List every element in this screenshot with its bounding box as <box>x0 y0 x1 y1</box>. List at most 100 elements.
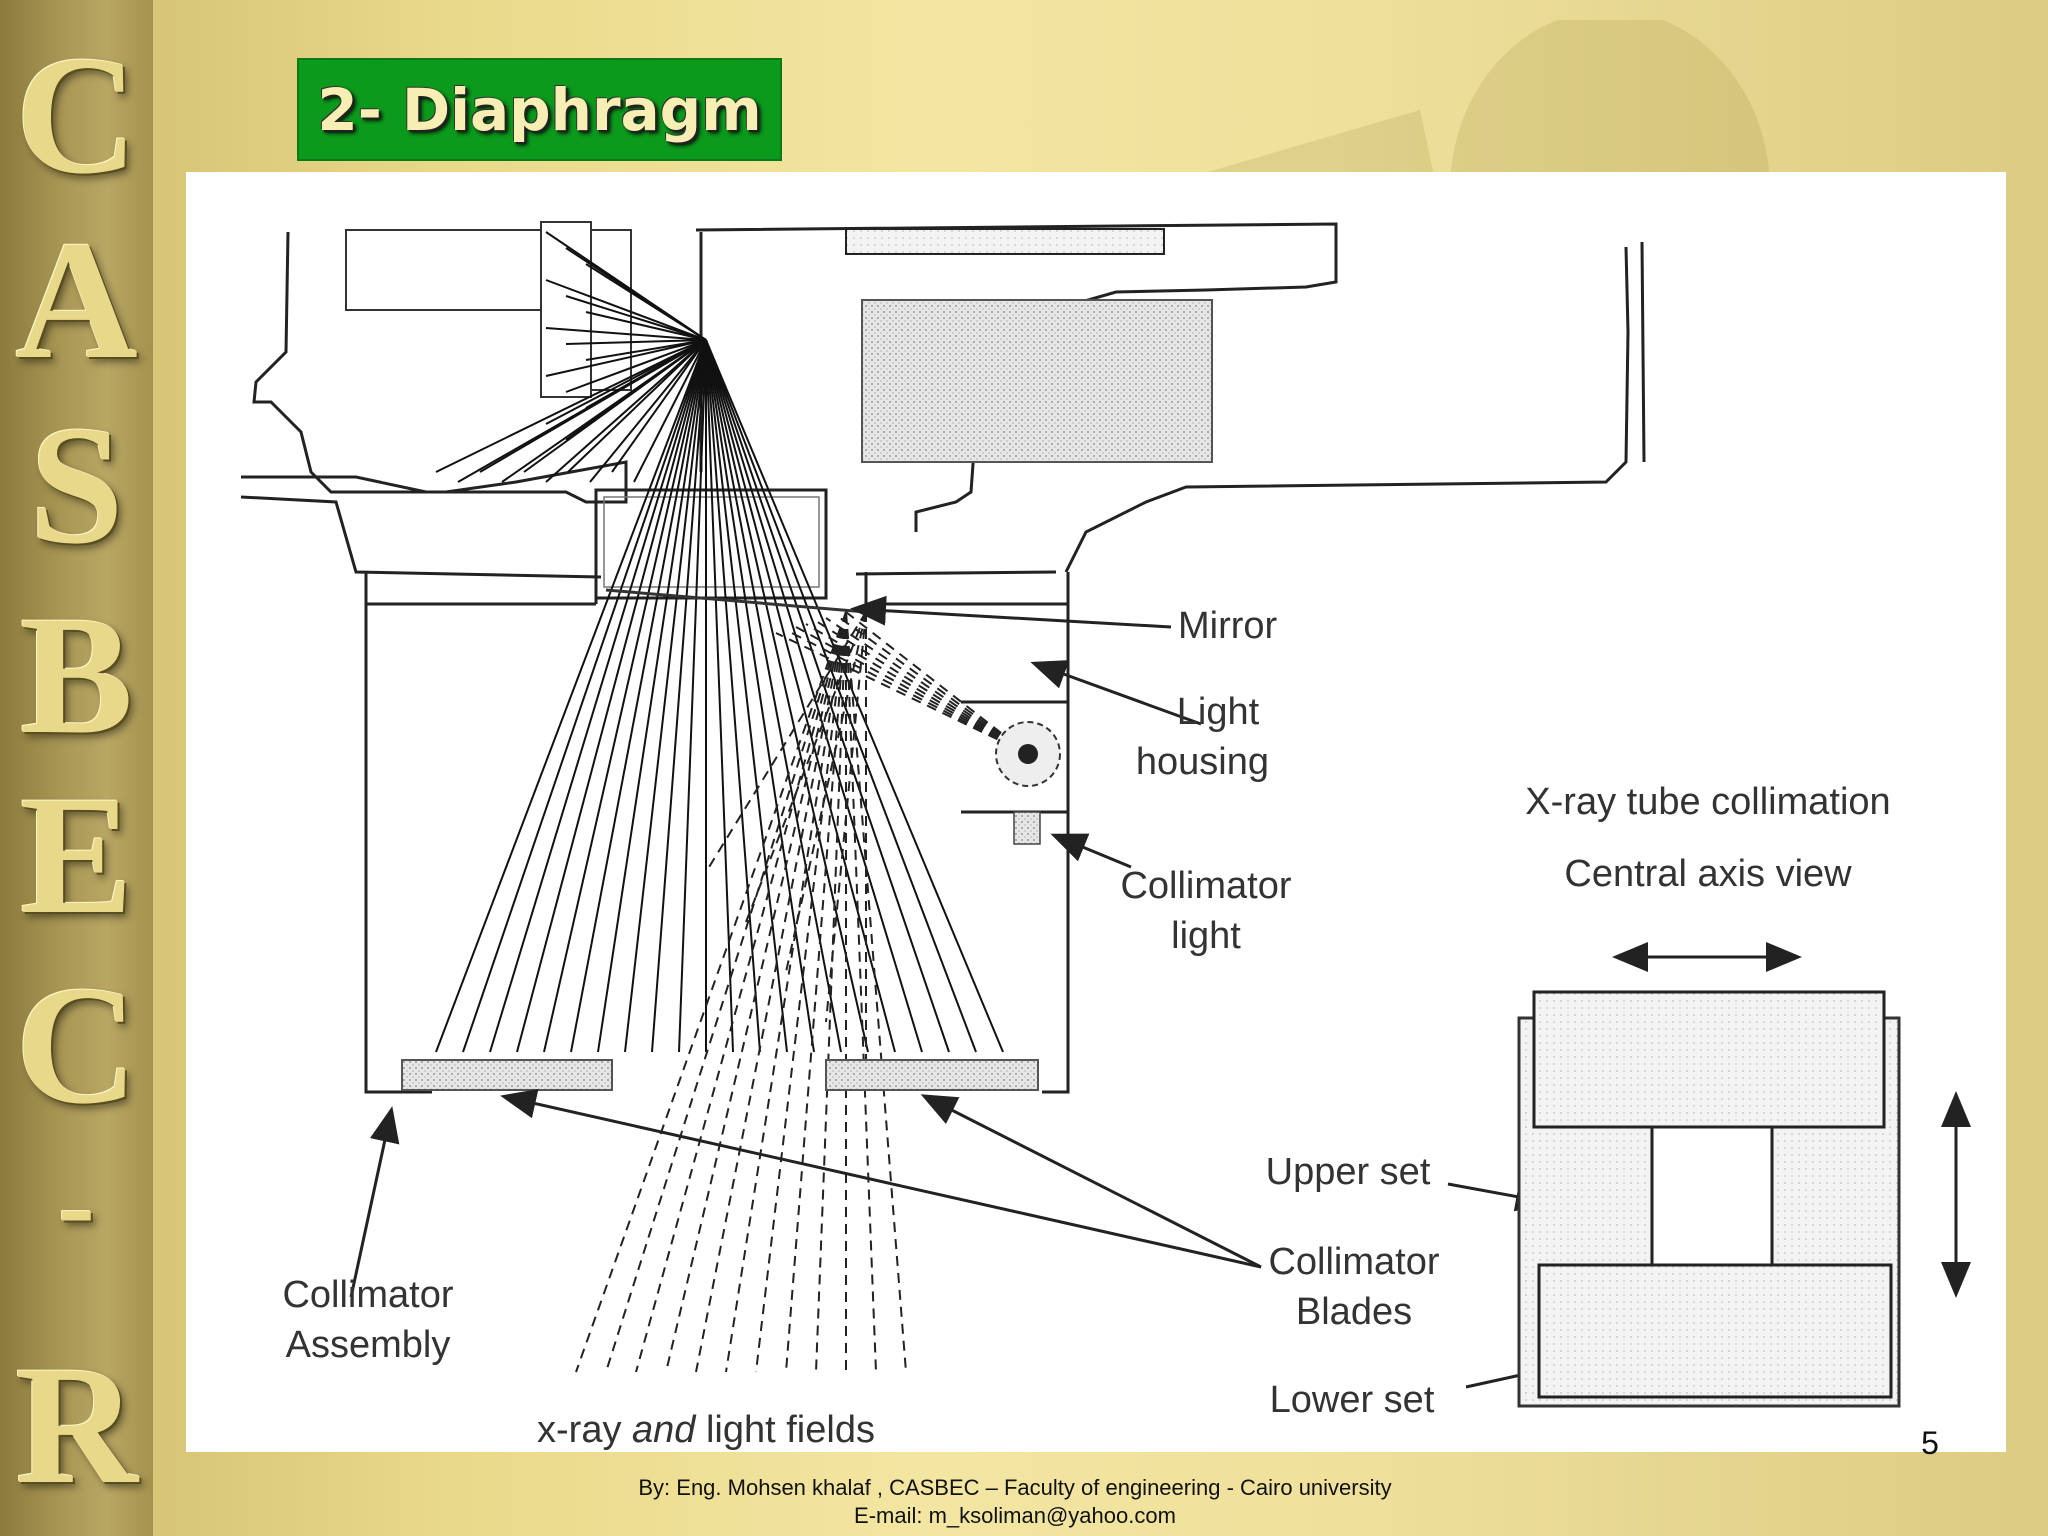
label-collimation-subtitle: Central axis view <box>1564 853 1852 895</box>
label-assembly-1: Collimator <box>282 1274 453 1316</box>
collimator-diagram: Mirror Light housing Collimator light X-… <box>240 221 1971 1451</box>
light-ray <box>825 611 867 1023</box>
light-ray <box>785 629 1029 755</box>
xray-ray <box>651 339 707 1053</box>
xray-ray <box>705 339 1004 1053</box>
xray-ray <box>611 339 707 473</box>
label-light-housing-2: housing <box>1136 741 1269 783</box>
xray-ray <box>585 311 707 341</box>
label-lower-set: Lower set <box>1270 1379 1435 1421</box>
xray-ray <box>545 339 707 483</box>
light-ray <box>815 611 847 1373</box>
light-ray <box>845 611 907 1373</box>
label-collimator-light-2: light <box>1171 915 1241 957</box>
light-ray <box>805 623 1029 755</box>
light-ray <box>815 620 1029 755</box>
label-collimator-light-1: Collimator <box>1120 865 1291 907</box>
light-ray <box>635 611 847 1373</box>
xray-ray <box>462 339 707 1053</box>
sidebar-letter-r: R <box>15 1331 138 1519</box>
label-blades-1: Collimator <box>1268 1241 1439 1283</box>
cathode-assembly <box>345 221 632 398</box>
collimator-blade-left <box>401 1059 613 1091</box>
xray-ray <box>489 339 707 1053</box>
light-ray <box>755 611 847 1373</box>
xray-ray <box>435 339 707 473</box>
xray-ray <box>565 295 707 341</box>
collimator-box <box>364 572 1070 1094</box>
upper-blade-set <box>1532 990 1886 1129</box>
sidebar-letter-e: E <box>19 761 134 949</box>
label-blades-2: Blades <box>1296 1291 1412 1333</box>
sidebar-letter-s: S <box>29 391 124 579</box>
xray-ray <box>567 339 707 473</box>
label-assembly-2: Assembly <box>286 1324 451 1366</box>
slide-title: 2- Diaphragm <box>317 75 762 144</box>
xray-ray <box>585 263 707 341</box>
label-upper-set: Upper set <box>1266 1151 1431 1193</box>
xray-ray <box>570 339 707 1053</box>
page-number: 5 <box>1921 1425 1939 1461</box>
light-ray <box>785 611 867 973</box>
xray-ray <box>565 339 707 393</box>
sidebar-letter-c1: C <box>15 21 138 209</box>
sidebar-letter-a: A <box>15 206 138 394</box>
xray-ray <box>705 339 788 1053</box>
sidebar-letter-c2: C <box>15 951 138 1139</box>
light-ray <box>835 614 1029 755</box>
xray-ray <box>479 339 707 473</box>
xray-ray <box>435 339 707 1053</box>
xray-ray <box>705 339 761 1053</box>
label-collimation-title: X-ray tube collimation <box>1525 781 1890 823</box>
anode-strip <box>845 228 1165 255</box>
diagram-panel: Mirror Light housing Collimator light X-… <box>186 172 2006 1452</box>
footer-email: E-mail: m_ksoliman@yahoo.com <box>854 1503 1176 1528</box>
xray-ray <box>705 339 950 1053</box>
light-ray <box>745 611 867 923</box>
xray-ray <box>545 339 707 377</box>
xray-ray <box>589 339 707 483</box>
xray-rays <box>435 231 1004 1053</box>
xray-ray <box>705 339 869 1053</box>
light-ray <box>845 611 877 1373</box>
xray-ray <box>545 279 707 341</box>
xray-ray <box>705 339 815 1053</box>
xray-ray <box>705 339 734 1053</box>
light-ray <box>775 632 1029 755</box>
light-ray <box>785 611 847 1373</box>
xray-ray <box>624 339 707 1053</box>
xray-ray <box>705 339 977 1053</box>
aperture-window <box>1650 1125 1774 1267</box>
xray-ray <box>523 339 707 473</box>
light-ray <box>845 611 1029 755</box>
title-box: 2- Diaphragm <box>297 58 782 161</box>
xray-ray <box>516 339 707 1053</box>
xray-ray <box>545 327 707 341</box>
light-ray <box>575 611 847 1373</box>
xray-ray <box>597 339 707 1053</box>
sidebar-letter-dash: - <box>58 1144 95 1266</box>
light-ray <box>605 611 847 1373</box>
label-mirror: Mirror <box>1178 605 1278 647</box>
central-axis-view <box>1517 942 1971 1408</box>
collimator-blade-right <box>825 1059 1039 1091</box>
mirror <box>605 588 867 614</box>
xray-ray <box>678 339 707 1053</box>
light-ray <box>725 611 847 1373</box>
light-rays <box>575 611 1029 1373</box>
xray-ray <box>565 339 707 345</box>
label-fields: x-ray and light fields <box>537 1409 875 1451</box>
xray-ray <box>543 339 707 1053</box>
sidebar: C A S B E C - R <box>0 0 153 1536</box>
xray-ray <box>705 339 923 1053</box>
collimator-light-bulb <box>995 721 1061 845</box>
shielding-block <box>861 299 1213 463</box>
tube-housing <box>240 222 1646 579</box>
light-ray <box>665 611 847 1373</box>
lower-blade-set <box>1537 1263 1893 1399</box>
footer: By: Eng. Mohsen khalaf , CASBEC – Facult… <box>500 1474 1530 1530</box>
sidebar-letter-b: B <box>19 581 134 769</box>
light-ray <box>825 617 1029 755</box>
xray-ray <box>705 339 842 1053</box>
footer-credit: By: Eng. Mohsen khalaf , CASBEC – Facult… <box>638 1475 1392 1500</box>
